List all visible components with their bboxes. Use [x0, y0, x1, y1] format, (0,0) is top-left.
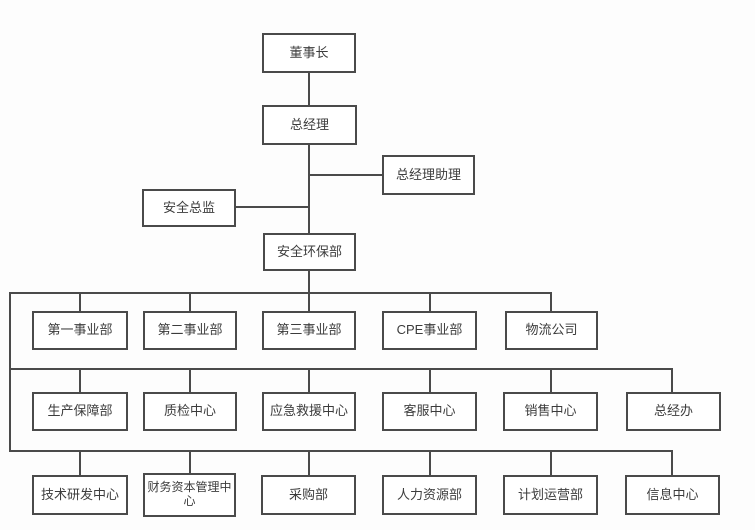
connector-stub [550, 292, 552, 312]
org-node-division-3: 第三事业部 [262, 311, 356, 350]
org-node-information-center: 信息中心 [625, 475, 720, 515]
org-node-general-office: 总经办 [626, 392, 721, 431]
org-node-production-support: 生产保障部 [32, 392, 128, 431]
connector-stub [79, 368, 81, 393]
org-node-procurement: 采购部 [261, 475, 356, 515]
connector-stub [550, 368, 552, 393]
connector-stub [429, 450, 431, 476]
org-node-quality-center: 质检中心 [143, 392, 237, 431]
org-node-finance-capital: 财务资本管理中心 [143, 473, 236, 517]
connector-stub [308, 368, 310, 393]
connector-bus-row3 [9, 450, 673, 452]
org-node-planning-operations: 计划运营部 [503, 475, 598, 515]
connector-stub [308, 292, 310, 312]
connector-stub [671, 450, 673, 476]
org-node-gm-assistant: 总经理助理 [382, 155, 475, 195]
org-node-human-resources: 人力资源部 [382, 475, 477, 515]
connector-stub [79, 292, 81, 312]
org-node-safety-env-dept: 安全环保部 [263, 233, 356, 271]
connector-stub [189, 368, 191, 393]
connector-stub [550, 450, 552, 476]
connector-gm-safetyenv [308, 145, 310, 234]
org-node-general-manager: 总经理 [262, 105, 357, 145]
connector-stub [189, 292, 191, 312]
org-node-customer-service: 客服中心 [382, 392, 477, 431]
connector-gm-assistant [308, 174, 384, 176]
connector-left-spine [9, 292, 11, 452]
org-node-tech-rd-center: 技术研发中心 [32, 475, 128, 515]
org-node-sales-center: 销售中心 [503, 392, 598, 431]
org-node-cpe-division: CPE事业部 [382, 311, 477, 350]
org-node-division-2: 第二事业部 [143, 311, 237, 350]
connector-stub [189, 450, 191, 476]
connector-stub [308, 450, 310, 476]
org-node-emergency-rescue: 应急救援中心 [262, 392, 356, 431]
connector-safety-director [234, 206, 310, 208]
org-node-safety-director: 安全总监 [142, 189, 236, 227]
connector-bus-row2 [9, 368, 673, 370]
org-node-division-1: 第一事业部 [32, 311, 128, 350]
org-node-chairman: 董事长 [262, 33, 356, 73]
connector-stub [429, 292, 431, 312]
connector-safetyenv-bus1 [308, 271, 310, 293]
connector-stub [429, 368, 431, 393]
org-node-logistics: 物流公司 [505, 311, 598, 350]
connector-stub [671, 368, 673, 393]
connector-stub [79, 450, 81, 476]
connector-bus-row1 [9, 292, 552, 294]
connector-chairman-gm [308, 73, 310, 107]
